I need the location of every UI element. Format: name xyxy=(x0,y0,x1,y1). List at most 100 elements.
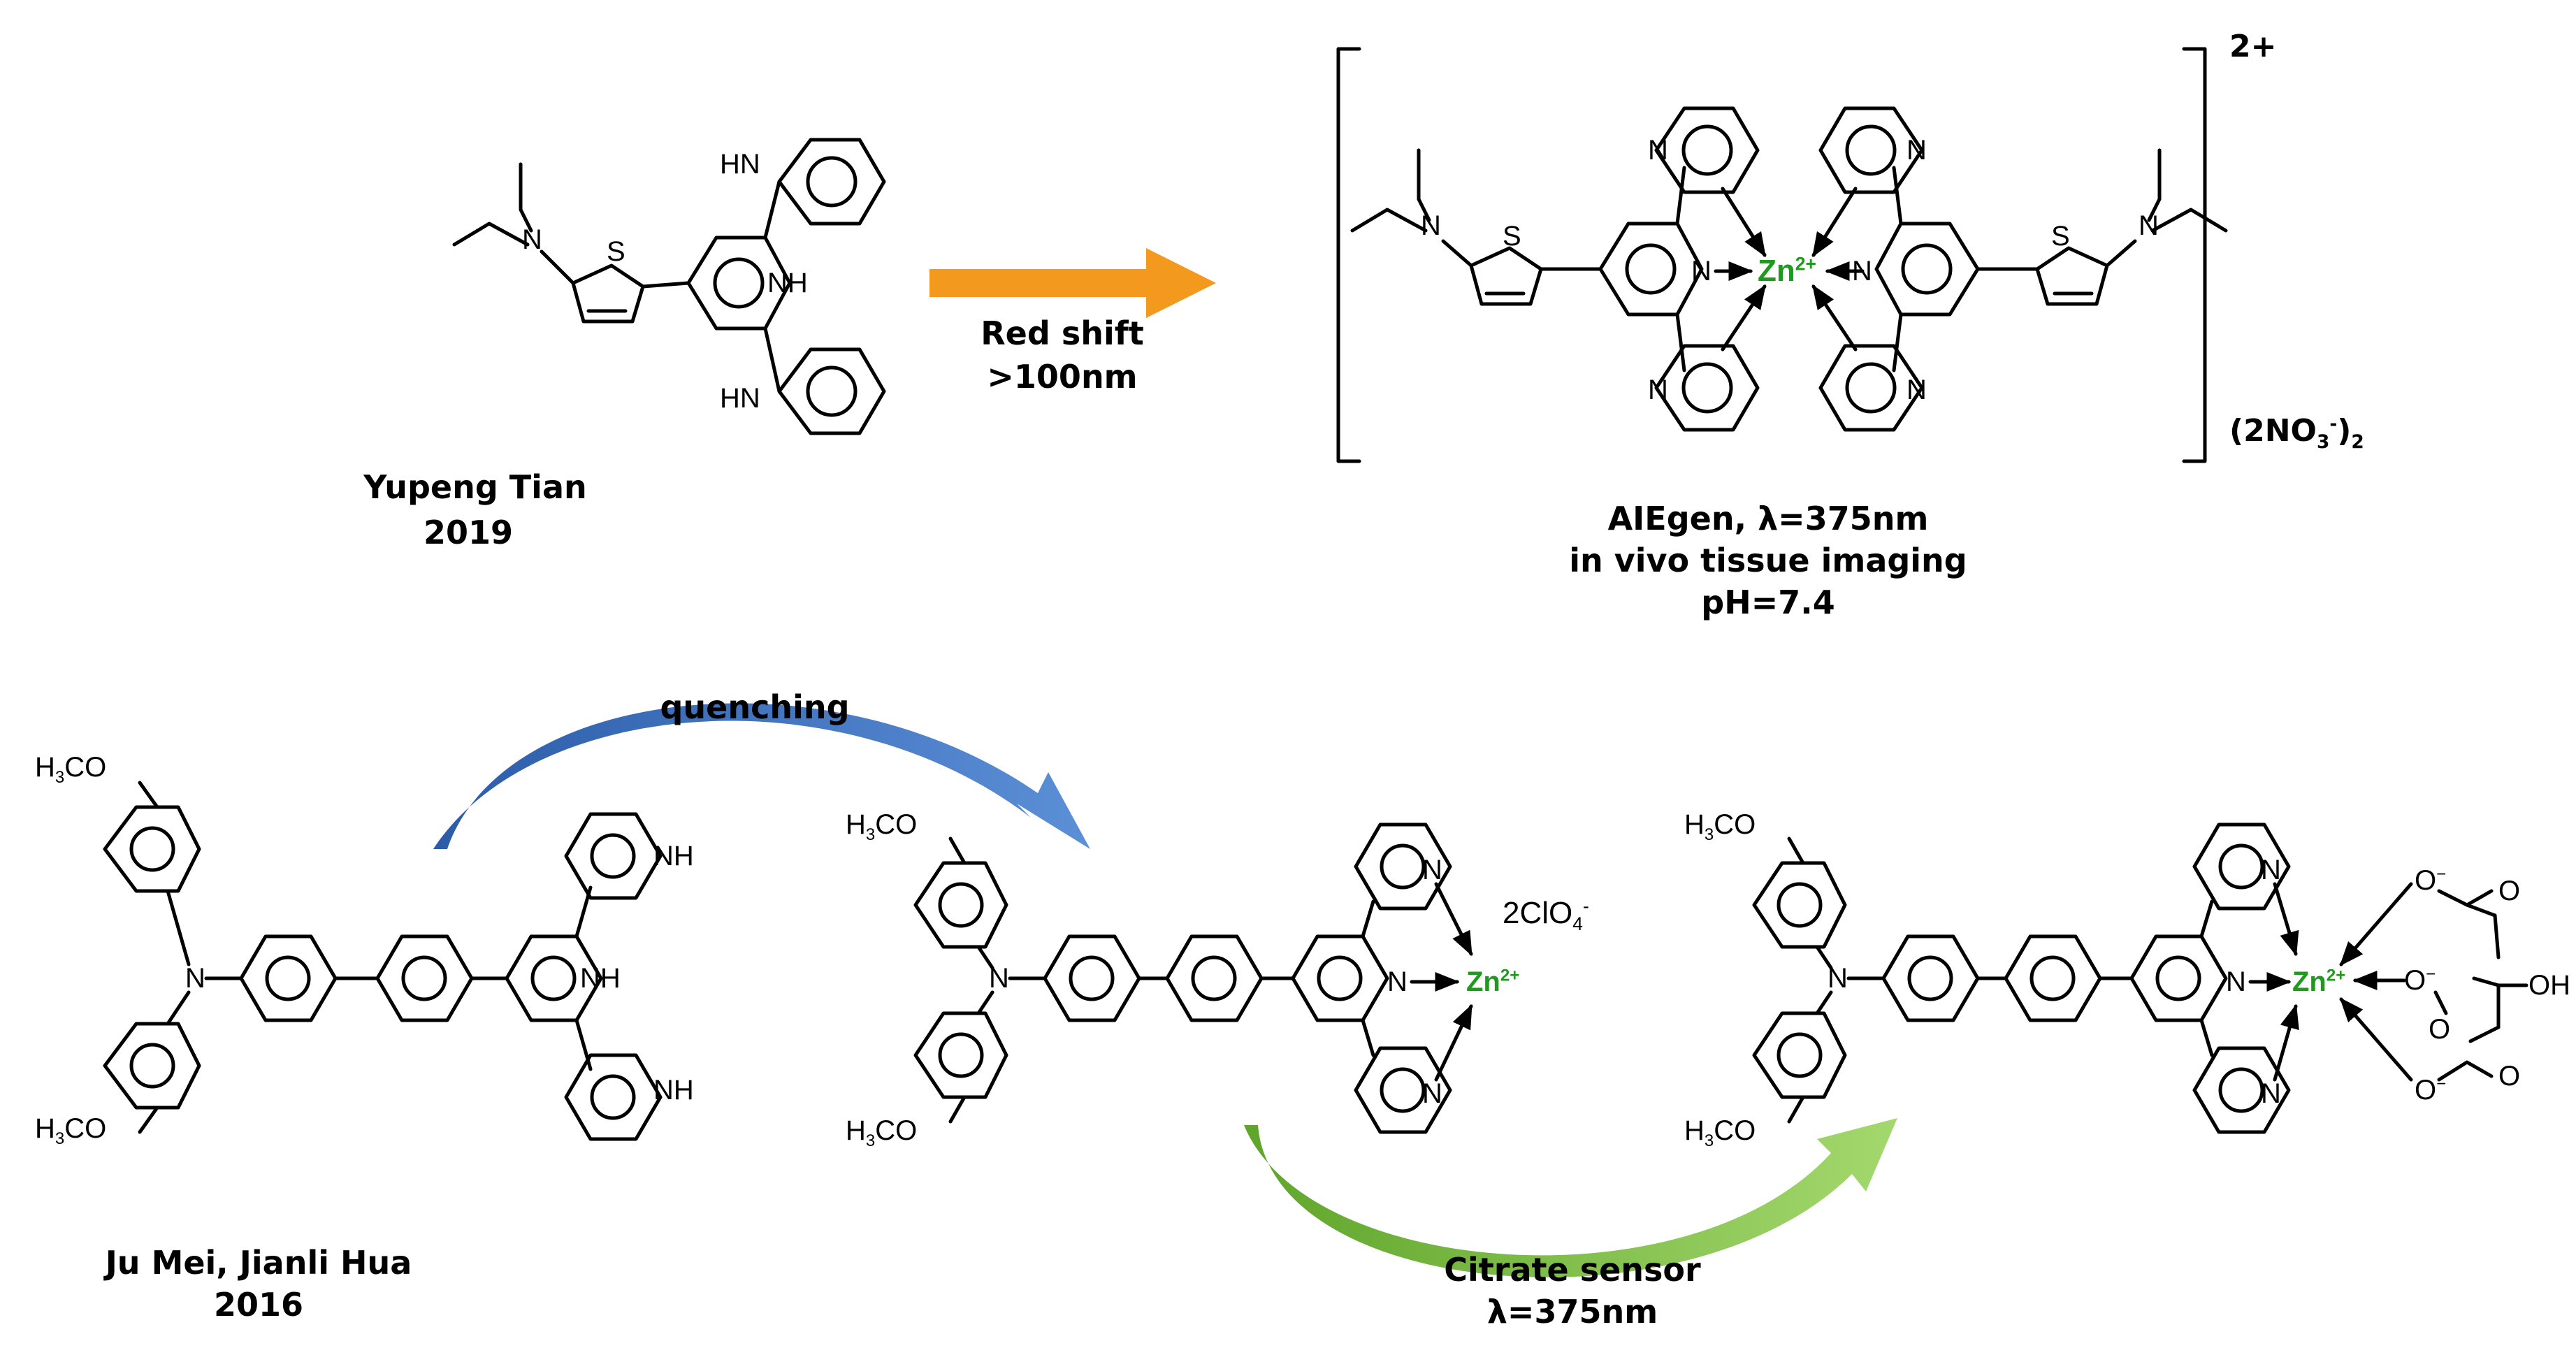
top-left-year: 2019 xyxy=(423,514,514,551)
red-shift-label: Red shift xyxy=(981,314,1144,352)
citrate-o-top-carbonyl: O xyxy=(2498,876,2521,906)
nitrate-superscript: - xyxy=(2329,413,2338,435)
left-sulfur-label: S xyxy=(1503,221,1521,252)
citrate-zinc-label: Zn2+ xyxy=(2292,966,2346,997)
ligand-methoxy-bottom-co: CO xyxy=(64,1113,107,1144)
left-amine-nitrogen-label: N xyxy=(1421,210,1441,241)
perchlorate-pyridine-n-top: N xyxy=(1422,855,1442,885)
perchlorate-methoxy-top-sub: 3 xyxy=(865,825,876,844)
perchlorate-methoxy-top: H3CO xyxy=(846,809,918,843)
ligand-methoxy-bottom-sub: 3 xyxy=(55,1129,65,1148)
citrate-methoxy-bottom-sub: 3 xyxy=(1704,1131,1714,1150)
nh-center-label: NH xyxy=(767,268,808,298)
perchlorate-pyridine-n-bottom: N xyxy=(1422,1078,1442,1109)
citrate-methoxy-top-h: H xyxy=(1684,809,1705,840)
nitrate-prefix: (2NO xyxy=(2229,413,2317,449)
citrate-sensor-arrow xyxy=(1244,1118,1897,1277)
ligand-nh-top: NH xyxy=(653,841,694,871)
citrate-o-minus-top: O− xyxy=(2415,864,2447,896)
complex-caption-line2: in vivo tissue imaging xyxy=(1569,542,1967,579)
right-upper-pyridine-n-label: N xyxy=(1906,135,1927,166)
perchlorate-methoxy-top-co: CO xyxy=(875,809,918,840)
citrate-amine-n: N xyxy=(1828,963,1848,994)
citrate-minus-top: − xyxy=(2436,864,2447,884)
citrate-sensor-label: Citrate sensor xyxy=(1444,1251,1701,1289)
citrate-zinc-symbol: Zn xyxy=(2292,966,2327,997)
bottom-year: 2016 xyxy=(213,1286,304,1324)
top-zinc-symbol: Zn xyxy=(1758,254,1795,288)
right-sulfur-label: S xyxy=(2051,221,2070,252)
quenching-arrow xyxy=(433,703,1090,849)
bottom-perchlorate-complex-structure xyxy=(913,822,1473,1134)
citrate-methoxy-top-co: CO xyxy=(1714,809,1756,840)
citrate-sensor-wavelength: λ=375nm xyxy=(1486,1293,1658,1331)
perchlorate-zinc-symbol: Zn xyxy=(1466,966,1500,997)
top-zinc-label: Zn2+ xyxy=(1758,253,1816,288)
nitrate-subscript: 3 xyxy=(2316,430,2330,453)
nitrate-subscript-2: 2 xyxy=(2351,430,2364,453)
citrate-methoxy-top-sub: 3 xyxy=(1704,825,1714,844)
citrate-methoxy-bottom-h: H xyxy=(1684,1115,1705,1146)
ligand-methoxy-bottom: H3CO xyxy=(35,1113,107,1147)
top-left-ligand-structure xyxy=(452,138,886,435)
top-zinc-charge: 2+ xyxy=(1795,253,1816,275)
citrate-zinc-charge: 2+ xyxy=(2326,966,2346,985)
citrate-o-top: O xyxy=(2415,865,2437,896)
complex-charge: 2+ xyxy=(2229,29,2277,64)
citrate-minus-middle: − xyxy=(2426,964,2436,984)
ligand-methoxy-top-co: CO xyxy=(64,752,107,783)
complex-caption-line1: AIEgen, λ=375nm xyxy=(1607,500,1929,537)
top-right-complex-structure xyxy=(1336,47,2228,463)
nitrate-counterion: (2NO3-)2 xyxy=(2229,413,2364,451)
bottom-authors: Ju Mei, Jianli Hua xyxy=(105,1244,412,1282)
perchlorate-methoxy-bottom-sub: 3 xyxy=(865,1131,876,1150)
perchlorate-zinc-charge: 2+ xyxy=(1500,966,1520,985)
right-central-pyridine-n-label: N xyxy=(1852,256,1872,287)
perchlorate-methoxy-top-h: H xyxy=(846,809,866,840)
bottom-citrate-complex-structure xyxy=(1752,822,2528,1134)
perchlorate-counterion-sub: 4 xyxy=(1572,913,1583,934)
hn-top-label: HN xyxy=(720,149,760,180)
top-left-author: Yupeng Tian xyxy=(363,468,587,506)
ligand-methoxy-top-h: H xyxy=(35,752,55,783)
citrate-minus-bottom: − xyxy=(2436,1074,2447,1094)
citrate-methoxy-top: H3CO xyxy=(1684,809,1756,843)
perchlorate-counterion: 2ClO4- xyxy=(1503,895,1589,933)
red-shift-amount: >100nm xyxy=(987,358,1138,396)
citrate-o-bottom-carbonyl: O xyxy=(2498,1061,2521,1092)
citrate-o-bottom: O xyxy=(2415,1075,2437,1106)
bottom-ligand-structure xyxy=(103,781,663,1141)
left-upper-pyridine-n-label: N xyxy=(1648,135,1668,166)
perchlorate-methoxy-bottom-h: H xyxy=(846,1115,866,1146)
left-central-pyridine-n-label: N xyxy=(1691,256,1712,287)
perchlorate-zinc-label: Zn2+ xyxy=(1466,966,1520,997)
citrate-pyridine-n-center: N xyxy=(2226,966,2246,997)
perchlorate-pyridine-n-center: N xyxy=(1387,966,1408,997)
ligand-amine-n: N xyxy=(185,963,205,994)
citrate-o-middle: O xyxy=(2404,965,2426,996)
right-amine-nitrogen-label: N xyxy=(2139,210,2159,241)
amine-nitrogen-label: N xyxy=(522,224,542,255)
ligand-nh-bottom: NH xyxy=(653,1075,694,1106)
ligand-methoxy-top-sub: 3 xyxy=(55,768,65,787)
citrate-o-minus-bottom: O− xyxy=(2415,1074,2447,1106)
citrate-methoxy-bottom-co: CO xyxy=(1714,1115,1756,1146)
citrate-methoxy-bottom: H3CO xyxy=(1684,1115,1756,1150)
perchlorate-methoxy-bottom-co: CO xyxy=(875,1115,918,1146)
left-lower-pyridine-n-label: N xyxy=(1648,375,1668,405)
right-lower-pyridine-n-label: N xyxy=(1906,375,1927,405)
citrate-pyridine-n-top: N xyxy=(2261,855,2281,885)
perchlorate-counterion-sup: - xyxy=(1582,895,1589,917)
hn-bottom-label: HN xyxy=(720,383,760,414)
citrate-o-minus-middle: O− xyxy=(2404,966,2436,994)
ligand-methoxy-top: H3CO xyxy=(35,752,107,786)
ligand-methoxy-bottom-h: H xyxy=(35,1113,55,1144)
nitrate-close: ) xyxy=(2337,413,2352,449)
thiophene-sulfur-label: S xyxy=(607,236,625,267)
citrate-pyridine-n-bottom: N xyxy=(2261,1078,2281,1109)
citrate-o-middle-carbonyl: O xyxy=(2429,1014,2451,1045)
perchlorate-methoxy-bottom: H3CO xyxy=(846,1115,918,1150)
perchlorate-amine-n: N xyxy=(989,963,1009,994)
citrate-oh: OH xyxy=(2528,970,2570,1001)
